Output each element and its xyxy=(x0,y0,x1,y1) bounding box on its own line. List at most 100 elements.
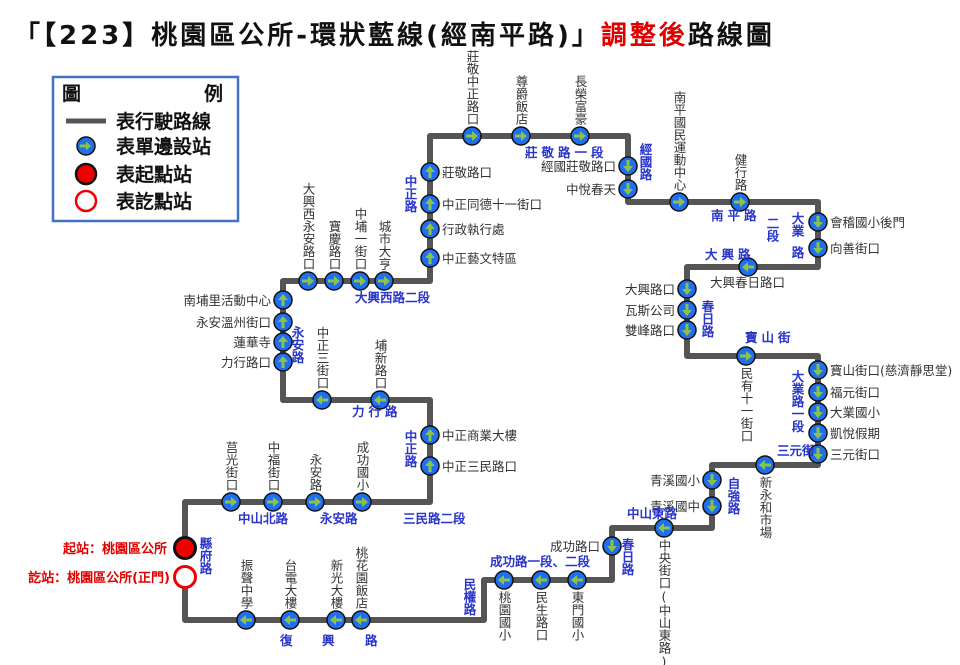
stop-name: 永安路 xyxy=(308,454,323,492)
road-label: 路 xyxy=(365,633,378,648)
bus-stop[interactable]: 成功國小 xyxy=(352,441,372,512)
bus-stop[interactable]: 莊敬中正路口 xyxy=(462,50,482,146)
road-label: 成功路一段、二段 xyxy=(490,554,591,569)
stop-name: 健行路 xyxy=(733,154,748,192)
arrow-down-icon xyxy=(813,386,823,398)
bus-stop[interactable]: 東門國小 xyxy=(567,570,587,641)
road-label: 力行路 xyxy=(352,404,402,419)
bus-stop[interactable]: 行政執行處 xyxy=(420,219,505,239)
stop-name: 經國莊敬路口 xyxy=(541,159,616,174)
bus-stop[interactable]: 經國莊敬路口 xyxy=(541,156,638,176)
road-label: 永安路 xyxy=(319,511,358,526)
bus-stop[interactable]: 大興春日路口 xyxy=(710,257,785,290)
bus-stop[interactable]: 青溪國中 xyxy=(650,496,722,516)
arrow-down-icon xyxy=(813,427,823,439)
arrow-right-icon xyxy=(356,497,368,507)
arrow-right-icon xyxy=(378,276,390,286)
end-station-marker[interactable] xyxy=(173,565,197,589)
bus-stop[interactable]: 中福街口 xyxy=(263,440,283,512)
road-label: 大業路一段 xyxy=(790,369,805,433)
bus-stop[interactable]: 中正商業大樓 xyxy=(420,425,517,445)
stop-name: 民生路口 xyxy=(534,591,549,641)
stop-name: 凱悅假期 xyxy=(830,426,880,441)
bus-stop[interactable]: 中正藝文特區 xyxy=(420,248,517,268)
bus-stop[interactable]: 莒光街口 xyxy=(221,441,241,512)
bus-stop[interactable]: 大興西永安路口 xyxy=(298,183,318,291)
bus-stop[interactable]: 中正三民路口 xyxy=(420,456,517,476)
bus-stop[interactable]: 三元街口 xyxy=(808,444,880,464)
arrow-down-icon xyxy=(607,540,617,552)
stop-name: 會稽國小後門 xyxy=(830,215,905,230)
bus-stop[interactable]: 會稽國小後門 xyxy=(808,212,905,232)
bus-stop[interactable]: 新永和市場 xyxy=(755,455,775,539)
stop-name: 尊爵飯店 xyxy=(514,74,529,125)
bus-stop[interactable]: 力行路口 xyxy=(221,352,293,372)
bus-stop[interactable]: 大業國小 xyxy=(808,402,881,422)
bus-stop[interactable]: 埔新路口 xyxy=(370,339,390,410)
bus-stop[interactable]: 城市大亨 xyxy=(374,220,394,291)
bus-stop[interactable]: 健行路 xyxy=(730,154,750,212)
end-station-label: 訖站：桃園區公所(正門) xyxy=(28,570,170,586)
bus-stop[interactable]: 成功路口 xyxy=(550,536,622,556)
bus-stop[interactable]: 大興路口 xyxy=(625,279,697,299)
bus-stop[interactable]: 桃花園飯店 xyxy=(351,546,371,630)
bus-stop[interactable]: 中正同德十一街口 xyxy=(420,194,542,214)
road-label: 自強路 xyxy=(726,476,741,515)
stop-name: 桃花園飯店 xyxy=(354,546,369,610)
bus-stop[interactable]: 寶慶路口 xyxy=(324,219,344,291)
bus-stop[interactable]: 桃園國小 xyxy=(494,570,514,641)
bus-stop[interactable]: 莊敬路口 xyxy=(420,162,492,182)
bus-stop[interactable]: 青溪國小 xyxy=(650,470,722,490)
arrow-left-icon xyxy=(284,615,296,625)
stop-name: 大興西永安路口 xyxy=(301,183,316,271)
title-highlight: 調整後 xyxy=(601,20,688,51)
bus-stop[interactable]: 民有十一街口 xyxy=(736,346,756,442)
bus-stop[interactable]: 雙峰路口 xyxy=(625,320,697,340)
arrow-up-icon xyxy=(425,460,435,472)
road-label: 永安路 xyxy=(290,325,305,364)
bus-stop[interactable]: 南埔里活動中心 xyxy=(183,290,293,310)
bus-stop[interactable]: 瓦斯公司 xyxy=(625,300,697,320)
bus-stop[interactable]: 南平國民運動中心 xyxy=(669,90,689,212)
bus-stop[interactable]: 中央街口(中山東路) xyxy=(654,518,674,665)
arrow-up-icon xyxy=(278,356,288,368)
bus-stop[interactable]: 長榮富豪 xyxy=(570,75,590,146)
start-station-marker[interactable] xyxy=(173,536,197,560)
bus-stop[interactable]: 中埔一街口 xyxy=(350,207,370,291)
stop-name: 中正三街口 xyxy=(315,326,330,390)
bus-stop[interactable]: 振聲中學 xyxy=(236,559,256,630)
stop-name: 南埔里活動中心 xyxy=(183,293,271,308)
stop-name: 東門國小 xyxy=(570,591,585,641)
stop-name: 振聲中學 xyxy=(239,559,254,610)
bus-stop[interactable]: 台電大樓 xyxy=(280,558,300,630)
stop-name: 成功路口 xyxy=(550,539,600,554)
arrow-left-icon xyxy=(742,262,754,272)
stop-name: 大興路口 xyxy=(625,282,675,297)
bus-stop[interactable]: 寶山街口(慈濟靜思堂) xyxy=(808,360,952,380)
bus-stop[interactable]: 向善街口 xyxy=(808,238,880,258)
bus-stop[interactable]: 民生路口 xyxy=(531,570,551,641)
bus-stop[interactable]: 新光大樓 xyxy=(326,558,346,630)
bus-stop[interactable]: 永安溫州街口 xyxy=(196,312,293,332)
road-label: 興 xyxy=(322,633,335,648)
arrow-right-icon xyxy=(515,131,527,141)
arrow-down-icon xyxy=(813,242,823,254)
stop-name: 南平國民運動中心 xyxy=(672,90,687,191)
road-label: 三元街 xyxy=(777,443,815,458)
stop-name: 大業國小 xyxy=(830,405,881,420)
bus-stop[interactable]: 尊爵飯店 xyxy=(511,74,531,146)
arrow-down-icon xyxy=(707,474,717,486)
bus-stop[interactable]: 凱悅假期 xyxy=(808,423,880,443)
bus-stop[interactable]: 中正三街口 xyxy=(312,326,332,410)
bus-stop[interactable]: 永安路 xyxy=(305,454,325,512)
road-label: 縣府路 xyxy=(198,536,213,575)
bus-stop[interactable]: 福元街口 xyxy=(808,382,880,402)
one-way-station-icon xyxy=(76,136,96,156)
bus-stop[interactable]: 中悅春天 xyxy=(566,179,638,199)
svg-text:「【223】桃園區公所-環狀藍線(經南平路)」調整後路線圖: 「【223】桃園區公所-環狀藍線(經南平路)」調整後路線圖 xyxy=(14,20,775,51)
stop-name: 成功國小 xyxy=(355,441,370,491)
stop-name: 莊敬路口 xyxy=(442,165,492,180)
legend-label: 表行駛路線 xyxy=(116,110,211,133)
arrow-left-icon xyxy=(658,523,670,533)
bus-stop[interactable]: 蓮華寺 xyxy=(233,332,293,352)
